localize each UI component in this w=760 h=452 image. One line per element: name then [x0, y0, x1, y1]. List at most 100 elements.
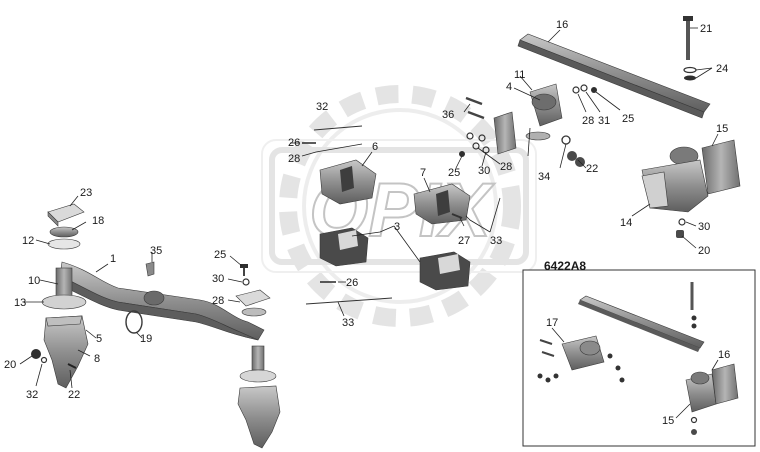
upper-pad-left-edge [47, 211, 59, 227]
bolt-27-part [451, 213, 463, 219]
washer-18-part [49, 226, 79, 238]
callout-label: 8 [94, 353, 100, 365]
bolt-19-head [683, 16, 693, 21]
callout-label: 33 [490, 235, 502, 247]
callout-label: 14 [620, 217, 632, 229]
washer-right-part [239, 369, 277, 383]
leader-lines [19, 27, 719, 419]
callout-label: 25 [214, 249, 226, 261]
callout-label: 11 [514, 69, 525, 81]
inset-washer-a [691, 315, 697, 321]
callout-label: 28 [500, 161, 512, 173]
callout-label: 28 [582, 115, 594, 127]
callout-label: 31 [598, 115, 610, 127]
callout-label: 26 [346, 277, 358, 289]
inset-cushion-17 [579, 340, 601, 356]
bolt-25-left-head [240, 264, 248, 268]
upper-pad-right-part [235, 289, 271, 307]
bracket-16-part [701, 139, 741, 195]
callout-label: 27 [458, 235, 470, 247]
callout-label: 30 [478, 165, 490, 177]
washer-23-a-part [683, 66, 697, 74]
callout-label: 28 [288, 153, 300, 165]
bar-33-left-part [313, 125, 363, 131]
o-ring-21-part [125, 310, 143, 334]
washer-30-a-part [478, 134, 486, 142]
bar-34-part [305, 297, 393, 305]
inset-rail-flange [578, 300, 700, 352]
callout-label: 13 [14, 297, 26, 309]
callout-label: 7 [420, 167, 426, 179]
washer-23-b-part [684, 75, 696, 81]
washer-12-part [47, 238, 81, 250]
inset-nut-a [537, 373, 543, 379]
callout-label: 15 [716, 123, 728, 135]
bolt-24-part [67, 363, 77, 369]
inset-washer-b [691, 323, 697, 329]
callout-label: 10 [28, 275, 40, 287]
callout-label: 5 [96, 333, 102, 345]
rubber-cushion-left-part [55, 267, 73, 297]
beam-lower-rib-part [59, 275, 259, 341]
mount-block-6-slot [340, 166, 354, 192]
rubber-cushion-right-part [251, 345, 265, 371]
callout-label: 20 [4, 359, 16, 371]
callout-label: 34 [538, 171, 550, 183]
inset-nut-g [691, 429, 697, 435]
washer-28-right-part [241, 307, 267, 317]
callout-label: 24 [716, 63, 728, 75]
callout-label: 20 [698, 245, 710, 257]
callout-label: 25 [622, 113, 634, 125]
rail-14-flange [517, 39, 705, 119]
callout-label: 36 [442, 109, 454, 121]
callout-label: 6 [372, 141, 378, 153]
callout-label: 21 [700, 23, 712, 35]
washer-31-part [678, 218, 686, 226]
inset-nut-d [607, 353, 613, 359]
washer-32-right-part [561, 135, 571, 145]
inset-washer-c [690, 416, 698, 424]
callout-label: 28 [212, 295, 224, 307]
plate-36-part [493, 111, 517, 155]
callout-labels: 23 18 12 10 13 1 35 19 5 8 20 32 22 25 3… [4, 19, 730, 427]
callout-label: 18 [92, 215, 104, 227]
bracket-15-plate [641, 171, 669, 209]
bolt-36-b-part [467, 110, 485, 120]
nut-22-right-a-part [567, 151, 577, 161]
callout-label: 15 [662, 415, 674, 427]
inset-nut-c [553, 373, 559, 379]
inset-title: 6422A8 [544, 259, 586, 273]
callout-label: 26 [288, 137, 300, 149]
washer-30-left-part [242, 278, 250, 286]
inset-bolt-a [539, 339, 553, 345]
callout-label: 30 [698, 221, 710, 233]
beam-boss-part [143, 290, 165, 306]
callout-label: 16 [556, 19, 568, 31]
callout-label: 30 [212, 273, 224, 285]
support-bracket-left-top [45, 315, 83, 327]
callout-label: 25 [448, 167, 460, 179]
callout-label: 22 [586, 163, 598, 175]
inset-bracket-16-part [711, 363, 739, 405]
mount-block-7-slot [436, 190, 450, 216]
callout-label: 4 [506, 81, 512, 93]
washer-28c-part [572, 86, 580, 94]
pad-center-part [525, 131, 551, 141]
support-bracket-left-part [43, 315, 89, 389]
callout-label: 23 [80, 187, 92, 199]
inset-nut-e [615, 365, 621, 371]
callout-label: 32 [26, 389, 38, 401]
inset-cushion-16 [690, 371, 710, 385]
cushion-4-part [531, 93, 557, 111]
nut-22-left-part [31, 349, 41, 359]
small-bracket-35-part [145, 261, 155, 277]
inset-nut-f [619, 377, 625, 383]
callout-label: 19 [140, 333, 152, 345]
washer-32-left-part [40, 356, 48, 364]
inset-bolt-b [541, 351, 555, 357]
callout-label: 3 [394, 221, 400, 233]
callout-label: 1 [110, 253, 116, 265]
washer-13-part [41, 294, 87, 310]
